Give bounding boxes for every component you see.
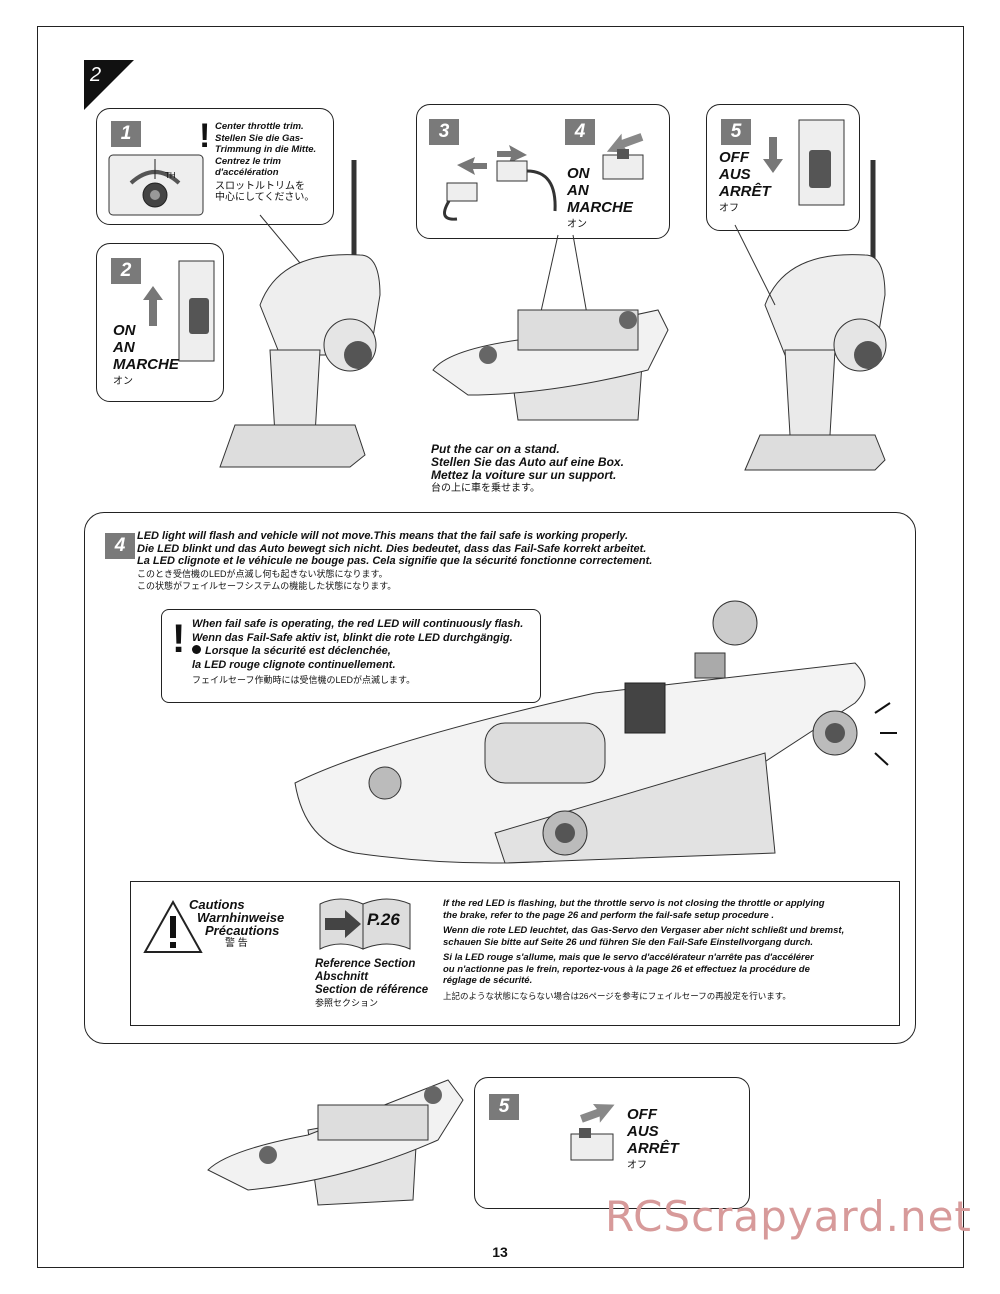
caution-exclaim-icon: ! <box>172 617 186 661</box>
section-tab <box>84 60 134 110</box>
dial-label: TH <box>165 171 176 180</box>
transmitter-illustration <box>734 160 887 471</box>
watermark: RCScrapyard.net <box>605 1192 972 1241</box>
arrow-up-icon <box>143 286 163 326</box>
car-chassis-illustration <box>294 600 897 864</box>
step-badge: 5 <box>721 119 751 145</box>
reference-section-text: Reference Section Abschnitt Section de r… <box>315 958 429 1008</box>
step-badge: 1 <box>111 121 141 147</box>
step5-bottom-label: OFF AUS ARRÊT オフ <box>627 1106 679 1171</box>
arrow-down-icon <box>763 137 783 173</box>
fail-safe-text: LED light will flash and vehicle will no… <box>137 530 653 591</box>
page-frame <box>37 26 964 1268</box>
cautions-title: Cautions Warnhinweise Précautions 警 告 <box>189 897 285 949</box>
fail-safe-note-box: ! When fail safe is operating, the red L… <box>161 609 541 703</box>
step3-4-box: 3 4 ON AN MARCHE オン <box>416 104 670 239</box>
fail-safe-note-text: When fail safe is operating, the red LED… <box>192 618 524 685</box>
stand-caption: Put the car on a stand. Stellen Sie das … <box>431 442 624 495</box>
switch-on-icon <box>602 133 644 180</box>
step5-box: 5 OFF AUS ARRÊT オフ <box>706 104 860 231</box>
step1-box: 1 TH ! Center throttle trim. Stellen Sie… <box>96 108 334 225</box>
warning-triangle-icon <box>143 899 203 953</box>
power-switch-icon <box>178 260 215 362</box>
cautions-box: Cautions Warnhinweise Précautions 警 告 P.… <box>130 881 900 1026</box>
step-badge: 5 <box>489 1094 519 1120</box>
transmitter-illustration <box>219 160 381 468</box>
fail-safe-check-box: 4 LED light will flash and vehicle will … <box>84 512 916 1044</box>
power-switch-icon <box>798 119 845 206</box>
section-number: 2 <box>90 64 102 86</box>
cautions-body: If the red LED is flashing, but the thro… <box>443 898 845 1001</box>
step4-label: ON AN MARCHE オン <box>567 165 633 230</box>
switch-off-icon <box>570 1104 615 1161</box>
connector-plug-icon <box>443 145 557 221</box>
bullet-icon <box>192 645 201 654</box>
step-badge: 4 <box>565 119 595 145</box>
throttle-trim-dial-icon <box>108 154 204 216</box>
step2-label: ON AN MARCHE オン <box>113 322 179 387</box>
step-badge: 2 <box>111 258 141 284</box>
car-on-stand-illustration <box>432 234 669 421</box>
step-badge: 3 <box>429 119 459 145</box>
step1-text: Center throttle trim. Stellen Sie die Ga… <box>215 121 317 203</box>
step5-bottom-box: 5 OFF AUS ARRÊT オフ <box>474 1077 750 1209</box>
reference-book-icon <box>319 898 411 950</box>
step5-label: OFF AUS ARRÊT オフ <box>719 149 771 214</box>
reference-page: P.26 <box>367 910 400 929</box>
caution-exclaim-icon: ! <box>199 117 211 155</box>
page-number: 13 <box>492 1244 508 1260</box>
car-on-stand-illustration <box>207 1079 464 1206</box>
step-badge: 4 <box>105 533 135 559</box>
step2-box: 2 ON AN MARCHE オン <box>96 243 224 402</box>
